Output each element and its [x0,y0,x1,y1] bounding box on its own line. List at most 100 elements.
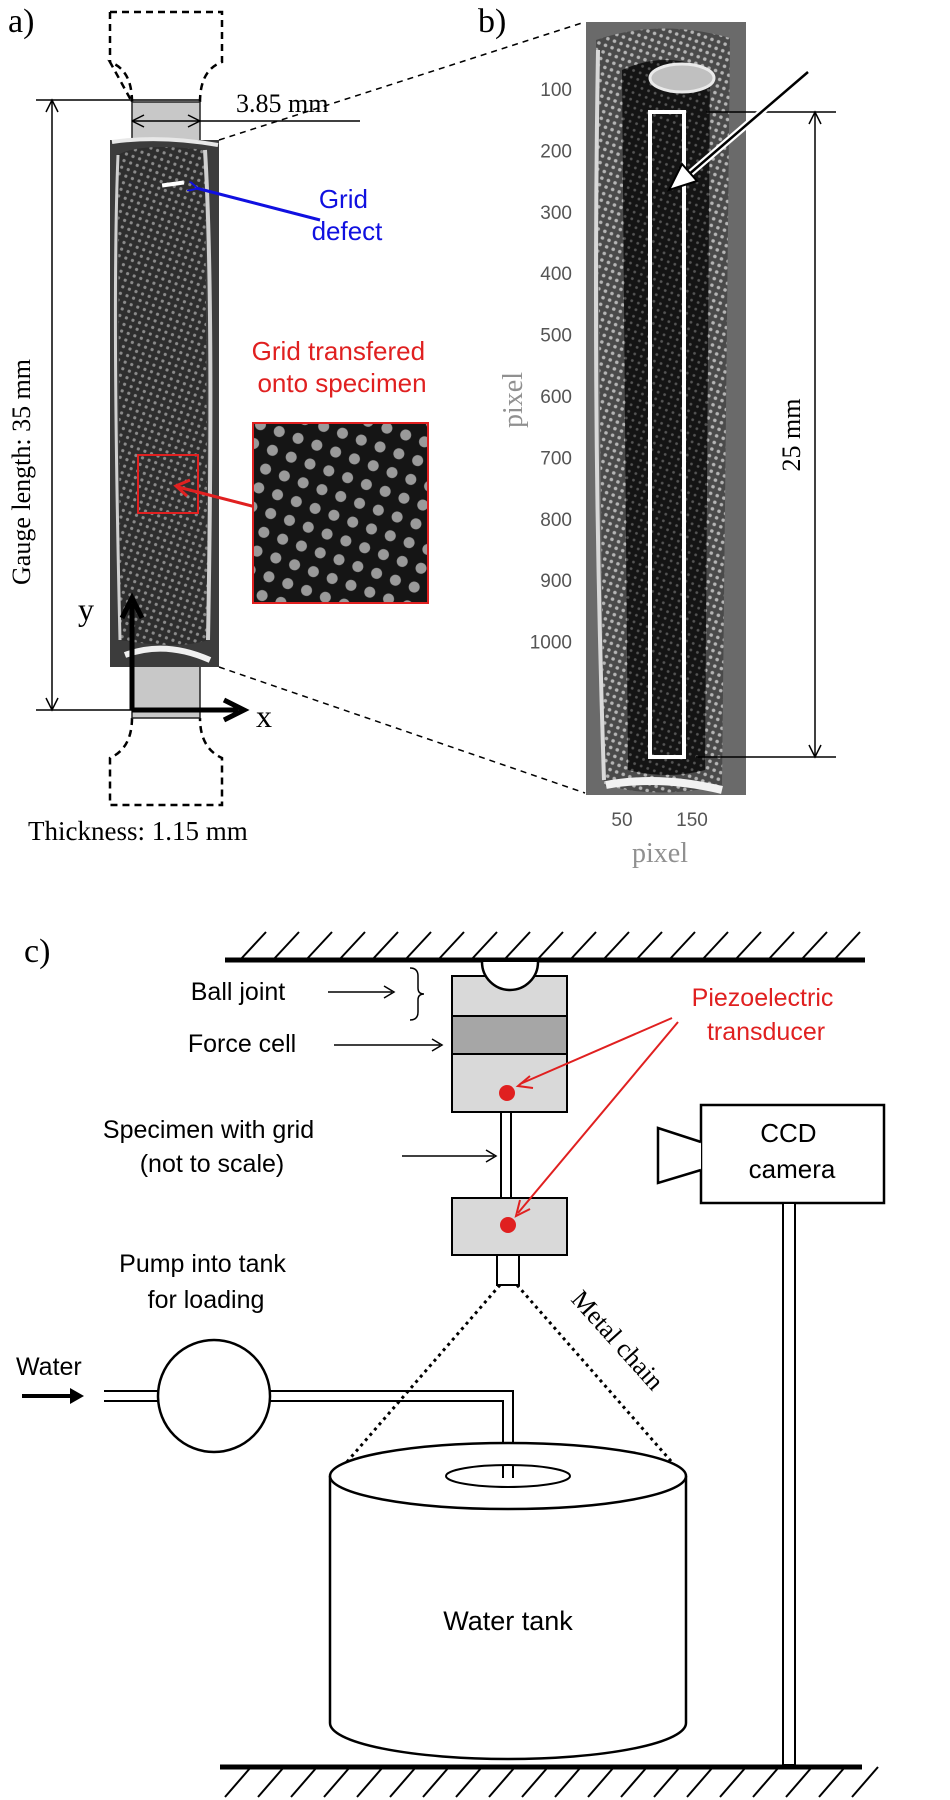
hatch-line [767,931,795,961]
ball-joint-brace [409,967,425,1021]
hatch-line [602,931,630,961]
hatch-line [389,1766,417,1798]
grid-zoom-source-box [137,454,199,514]
gauge-length-label: Gauge length: 35 mm [7,359,36,585]
hatch-line [422,1766,450,1798]
thickness-label: Thickness: 1.15 mm [28,816,248,846]
hatch-line [635,931,663,961]
hatch-line [833,931,861,961]
hatch-line [653,1766,681,1798]
zone-arrow [679,71,809,183]
hatch-line [290,1766,318,1798]
pump-label: Pump into tank for loading [119,1250,293,1314]
hatch-line [224,1766,252,1798]
panel-a-label: a) [8,3,34,40]
ball-joint-label: Ball joint [191,978,286,1006]
hatch-line [437,931,465,961]
y-tick-label: 800 [540,510,572,531]
grid-defect-mark [161,180,185,188]
grid-defect-arrow [196,188,321,222]
piezo-sensor-lower [500,1217,516,1233]
x-tick-labels: 50 150 [611,810,707,831]
panel-c-label: c) [24,933,50,970]
specimen-bar [500,1111,512,1199]
force-cell [451,1015,568,1055]
grid-zoom-inset [252,422,429,604]
hatch-line [323,1766,351,1798]
hatch-line [536,931,564,961]
hatch-line [272,931,300,961]
y-tick-labels: 100 200 300 400 500 600 700 800 900 1000 [530,80,572,654]
y-tick-label: 300 [540,203,572,224]
zone-length-label: 25 mm [777,399,806,472]
piezo-sensor-upper [499,1085,515,1101]
grid-defect-label: Grid defect [312,184,384,246]
hatch-line [686,1766,714,1798]
upper-clamp [451,1053,568,1113]
water-tank [328,1476,688,1761]
chain-left [331,1284,502,1479]
hatch-line [752,1766,780,1798]
hatch-line [818,1766,846,1798]
hatch-line [488,1766,516,1798]
y-tick-label: 700 [540,448,572,469]
x-averaging-zone [648,110,686,759]
tank-opening [445,1464,571,1488]
upper-grip [131,101,201,145]
hatch-line [719,1766,747,1798]
hatch-line [734,931,762,961]
inlet-pipe [104,1390,158,1402]
width-dimension-label: 3.85 mm [236,89,328,118]
y-axis-title: pixel [498,372,529,428]
x-tick-label: 50 [611,810,632,831]
chain-label: Metal chain [566,1285,670,1396]
panel-a: a) 3.85 mm Gauge length: 35 mm [7,3,586,846]
pump [156,1338,272,1454]
force-cell-label: Force cell [188,1030,296,1058]
hatch-line [338,931,366,961]
x-tick-label: 150 [676,810,708,831]
y-tick-label: 900 [540,571,572,592]
hatch-line [569,931,597,961]
panel-c: c) Ball joint Force cell Specimen with g… [16,931,886,1798]
panel-b: b) 100 200 300 400 500 600 700 800 900 1000 50 150… [478,3,836,869]
camera-stand [782,1202,796,1766]
water-label: Water [16,1353,82,1381]
hatch-line [668,931,696,961]
chain-right [515,1284,686,1477]
camera-label: CCD camera [749,1118,836,1184]
floor-hatching [224,1766,879,1798]
axis-y-label: y [78,591,94,627]
hatch-line [800,931,828,961]
x-axis-title: pixel [632,838,688,869]
hatch-line [404,931,432,961]
hatch-line [356,1766,384,1798]
hatch-line [521,1766,549,1798]
y-tick-label: 100 [540,80,572,101]
tank-label: Water tank [443,1606,573,1636]
hatch-line [257,1766,285,1798]
piezo-label: Piezoelectric transducer [692,984,841,1046]
y-tick-label: 500 [540,326,572,347]
hatch-line [305,931,333,961]
specimen-outline-top [107,10,224,103]
hatch-line [785,1766,813,1798]
y-tick-label: 200 [540,141,572,162]
hatch-line [239,931,267,961]
hatch-line [470,931,498,961]
specimen-label: Specimen with grid (not to scale) [103,1116,321,1178]
ceiling-hatching [239,931,861,961]
chain-hook [496,1254,520,1286]
hatch-line [503,931,531,961]
camera-lens [656,1126,702,1185]
y-tick-label: 600 [540,387,572,408]
hatch-line [701,931,729,961]
specimen-outline-bottom [108,717,224,807]
hatch-line [587,1766,615,1798]
y-tick-label: 1000 [530,633,572,654]
y-tick-label: 400 [540,264,572,285]
piezo-arrow-lower [517,1021,679,1214]
grid-transfer-label: Grid transfered onto specimen [252,336,433,398]
panel-b-label: b) [478,3,506,40]
